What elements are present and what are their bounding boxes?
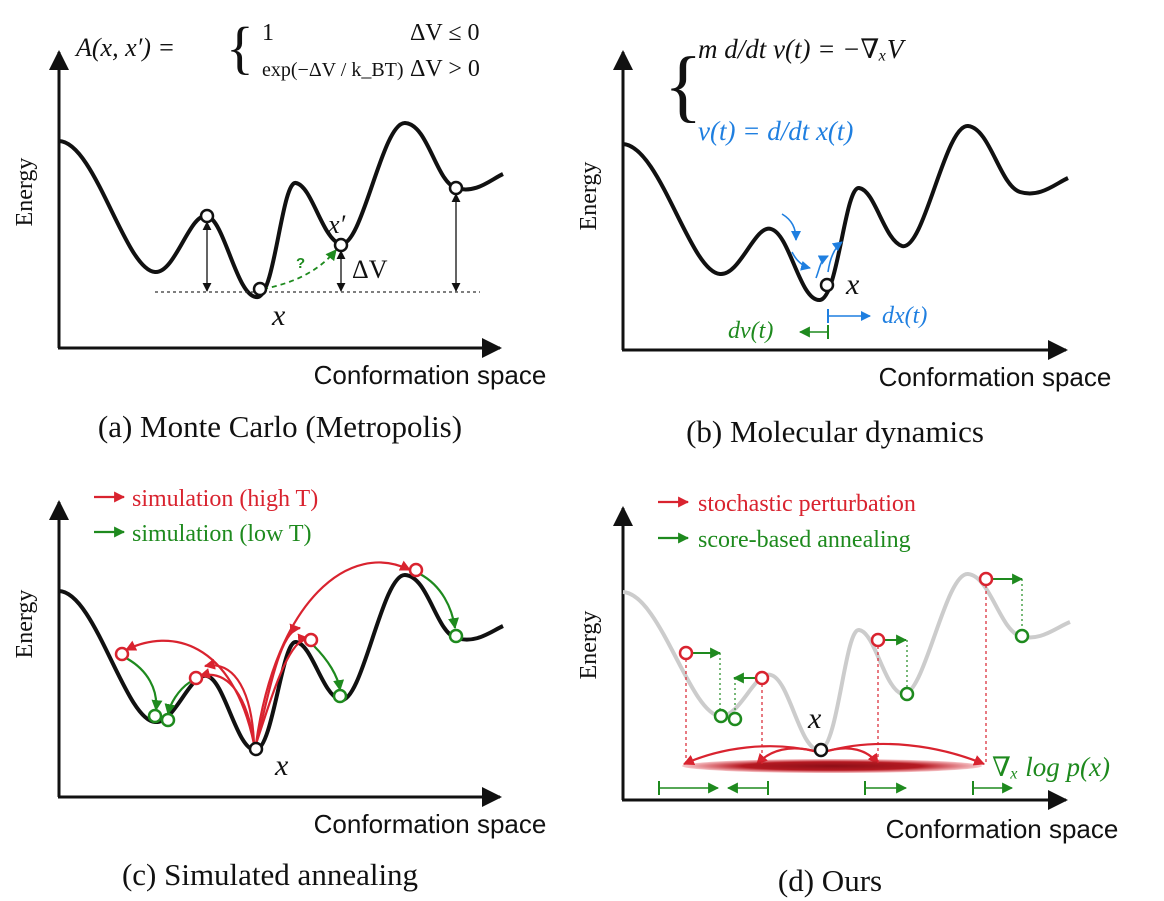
- annealed-state: [899, 686, 915, 702]
- trajectory-arrow: [781, 213, 801, 241]
- energy-curve: [622, 572, 1071, 752]
- legend-annealing: score-based annealing: [698, 527, 911, 553]
- trajectory-arrow: [815, 255, 829, 279]
- equation-1: m d/dt v(t) = −∇ₓV: [698, 34, 907, 64]
- high-t-state: [114, 646, 130, 662]
- point-x-label: x: [271, 299, 286, 332]
- panel-caption: (d) Ours: [778, 863, 882, 898]
- panel-b: Energy Conformation space x dv(t) dx(t) …: [576, 34, 1111, 449]
- perturbed-state: [870, 632, 886, 648]
- perturbation-distribution: [682, 759, 982, 773]
- energy-curve: [58, 120, 504, 299]
- x-axis-label: Conformation space: [879, 362, 1112, 392]
- low-t-relax: [164, 681, 191, 716]
- legend-high-t: simulation (high T): [132, 486, 318, 512]
- state-marker: [248, 741, 264, 757]
- perturbed-state: [754, 670, 770, 686]
- y-axis-label: Energy: [12, 158, 38, 227]
- y-axis-label: Energy: [576, 611, 602, 680]
- low-t-relax: [313, 645, 345, 692]
- low-t-state: [448, 628, 464, 644]
- state-marker: [199, 208, 215, 224]
- perturbed-state: [678, 645, 694, 661]
- low-t-state: [332, 688, 348, 704]
- question-mark: ?: [296, 255, 305, 272]
- trajectory-arrow: [827, 241, 843, 273]
- y-axis-label: Energy: [576, 162, 602, 231]
- score-label: ∇ₓ log p(x): [992, 752, 1110, 782]
- trajectory-arrow: [791, 251, 811, 271]
- formula-lhs: A(x, x′) =: [74, 33, 175, 62]
- high-t-jump: [198, 668, 256, 745]
- proposal-arrow: [262, 249, 337, 290]
- high-t-state: [188, 670, 204, 686]
- legend-low-t: simulation (low T): [132, 521, 312, 547]
- annealed-state: [727, 711, 743, 727]
- perturbed-state: [978, 571, 994, 587]
- panel-a: Energy Conformation space ? x x′ ΔV A(x,…: [12, 15, 546, 444]
- annealed-state: [713, 708, 729, 724]
- high-t-jump: [254, 633, 310, 745]
- perturbation-arrow: [823, 742, 986, 766]
- low-t-state: [160, 712, 176, 728]
- dv-label: dv(t): [728, 318, 773, 344]
- low-t-relax: [419, 573, 459, 630]
- formula-case1-cond: ΔV ≤ 0: [410, 20, 480, 46]
- panel-c: Energy Conformation space x simulation (…: [12, 486, 546, 892]
- annealed-state: [1014, 628, 1030, 644]
- low-t-relax: [125, 657, 163, 712]
- energy-curve: [58, 572, 504, 752]
- formula-case1-value: 1: [262, 20, 274, 46]
- point-x-label: x: [807, 702, 822, 735]
- formula-case2-cond: ΔV > 0: [410, 56, 480, 82]
- high-t-state: [408, 562, 424, 578]
- y-axis-label: Energy: [12, 590, 38, 659]
- panel-caption: (a) Monte Carlo (Metropolis): [98, 409, 462, 444]
- formula-brace: {: [226, 15, 254, 80]
- point-xprime-label: x′: [327, 210, 346, 239]
- high-t-jump: [125, 639, 256, 745]
- high-t-jump: [254, 623, 302, 745]
- dx-label: dx(t): [882, 303, 927, 329]
- energy-curve: [622, 124, 1069, 302]
- x-axis-label: Conformation space: [886, 814, 1119, 844]
- equation-2: v(t) = d/dt x(t): [698, 116, 853, 146]
- state-marker: [813, 742, 829, 758]
- point-x-label: x: [274, 749, 289, 782]
- state-marker: [333, 237, 349, 253]
- state-marker: [819, 277, 835, 293]
- panel-d: Energy Conformation space x: [576, 491, 1118, 898]
- formula-case2-value: exp(−ΔV / k_BT): [262, 59, 404, 81]
- legend-perturbation: stochastic perturbation: [698, 491, 916, 517]
- x-axis-label: Conformation space: [314, 360, 547, 390]
- high-t-state: [303, 632, 319, 648]
- panel-caption: (c) Simulated annealing: [122, 857, 418, 892]
- high-t-jump: [254, 560, 411, 745]
- x-axis-label: Conformation space: [314, 809, 547, 839]
- delta-label: ΔV: [352, 255, 388, 284]
- point-x-label: x: [845, 268, 860, 301]
- state-marker: [252, 281, 268, 297]
- low-t-state: [147, 708, 163, 724]
- high-t-jump: [203, 658, 256, 745]
- equation-brace: {: [664, 42, 702, 130]
- state-marker: [448, 180, 464, 196]
- panel-caption: (b) Molecular dynamics: [686, 414, 984, 449]
